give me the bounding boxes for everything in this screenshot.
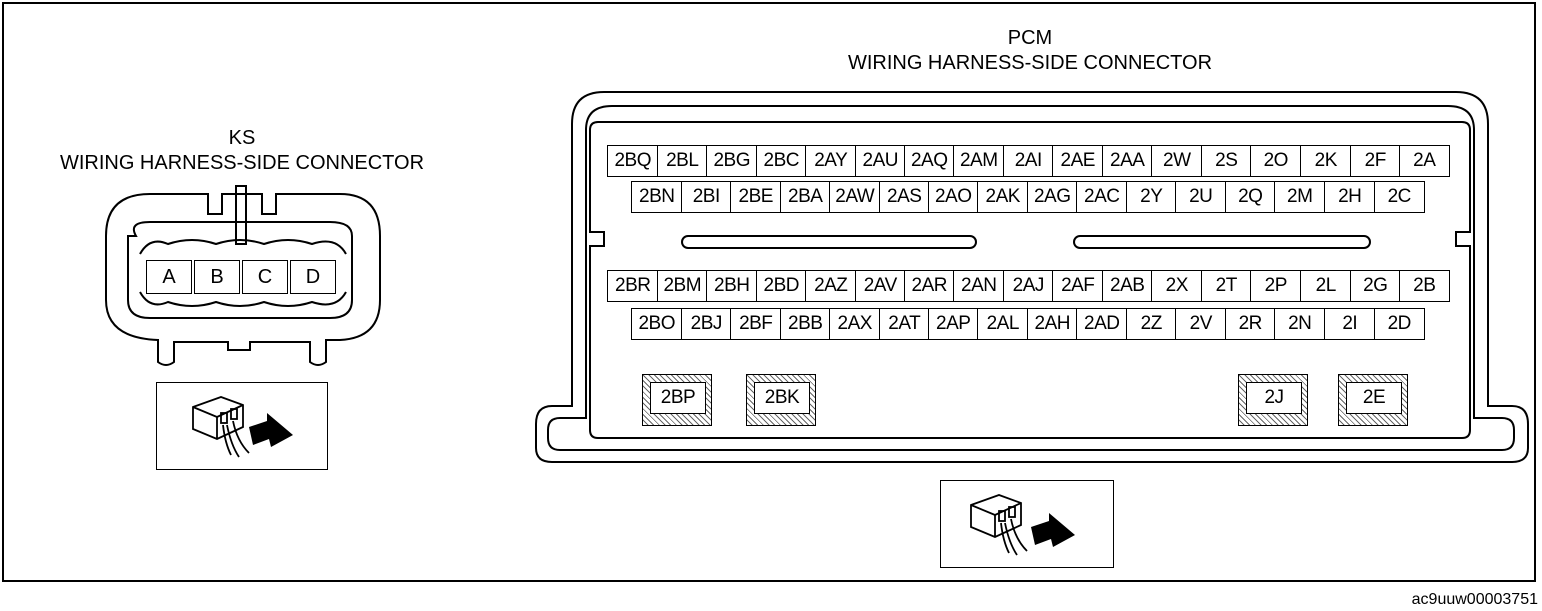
pcm-terminal: 2BF: [730, 308, 782, 340]
pcm-hatched-terminal: 2J: [1238, 374, 1308, 426]
harness-side-view-icon: [970, 494, 1075, 556]
ks-terminal: D: [290, 260, 336, 294]
pcm-terminal: 2BA: [780, 181, 831, 213]
pcm-title-line1: PCM: [1007, 27, 1053, 49]
pcm-terminal: 2BD: [756, 270, 807, 302]
figure-frame: [2, 2, 1536, 582]
pcm-terminal: 2AW: [829, 181, 881, 213]
pcm-terminal: 2AC: [1076, 181, 1128, 213]
pcm-terminal: 2AQ: [904, 145, 955, 177]
pcm-terminal: 2F: [1350, 145, 1401, 177]
pcm-terminal: 2X: [1151, 270, 1203, 302]
pcm-terminal: 2L: [1300, 270, 1352, 302]
pcm-terminal: 2S: [1201, 145, 1252, 177]
pcm-terminal: 2G: [1350, 270, 1401, 302]
pcm-title-line2: WIRING HARNESS-SIDE CONNECTOR: [847, 52, 1213, 74]
pcm-terminal: 2BN: [631, 181, 683, 213]
pcm-terminal: 2AB: [1102, 270, 1153, 302]
pcm-terminal: 2AD: [1076, 308, 1128, 340]
pcm-terminal: 2W: [1151, 145, 1203, 177]
pcm-hatched-terminal-label: 2J: [1246, 382, 1302, 414]
pcm-terminal: 2Y: [1126, 181, 1177, 213]
pcm-terminal: 2K: [1300, 145, 1352, 177]
pcm-terminal: 2AF: [1052, 270, 1104, 302]
pcm-terminal: 2AS: [879, 181, 930, 213]
pcm-terminal: 2AY: [805, 145, 857, 177]
pcm-terminal: 2M: [1274, 181, 1326, 213]
pcm-terminal: 2BR: [607, 270, 659, 302]
ks-terminal: A: [146, 260, 192, 294]
pcm-hatched-terminal-label: 2BP: [650, 382, 706, 414]
pcm-terminal: 2AV: [855, 270, 906, 302]
pcm-terminal: 2O: [1250, 145, 1302, 177]
pcm-hatched-terminal-label: 2BK: [754, 382, 810, 414]
pcm-terminal: 2U: [1175, 181, 1227, 213]
pcm-terminal: 2BJ: [681, 308, 732, 340]
pcm-terminal: 2P: [1250, 270, 1302, 302]
harness-side-view-icon: [192, 396, 293, 458]
pcm-terminal: 2V: [1175, 308, 1227, 340]
pcm-hatched-terminal: 2BP: [642, 374, 712, 426]
pcm-hatched-terminal: 2BK: [746, 374, 816, 426]
pcm-terminal: 2AO: [928, 181, 979, 213]
pcm-terminal: 2BM: [657, 270, 708, 302]
pcm-terminal: 2AM: [953, 145, 1005, 177]
pcm-hatched-terminal: 2E: [1338, 374, 1408, 426]
ks-title: KS WIRING HARNESS-SIDE CONNECTOR: [0, 126, 484, 176]
pcm-title: PCM WIRING HARNESS-SIDE CONNECTOR: [770, 26, 1290, 76]
pcm-terminal: 2AJ: [1003, 270, 1054, 302]
pcm-terminal: 2AZ: [805, 270, 857, 302]
pcm-terminal: 2AL: [977, 308, 1029, 340]
pcm-terminal: 2AX: [829, 308, 881, 340]
pcm-terminal: 2R: [1225, 308, 1276, 340]
ks-terminal: B: [194, 260, 240, 294]
pcm-terminal: 2AN: [953, 270, 1005, 302]
ks-terminal: C: [242, 260, 288, 294]
ks-title-line2: WIRING HARNESS-SIDE CONNECTOR: [59, 152, 425, 174]
pcm-terminal: 2AG: [1027, 181, 1078, 213]
pcm-terminal: 2Q: [1225, 181, 1276, 213]
pcm-terminal: 2BH: [706, 270, 758, 302]
pcm-terminal: 2AE: [1052, 145, 1104, 177]
figure-id: ac9uuw00003751: [1411, 591, 1538, 608]
pcm-connector-housing: [535, 91, 1529, 463]
ks-title-line1: KS: [228, 127, 256, 149]
pcm-terminal: 2T: [1201, 270, 1252, 302]
pcm-terminal: 2I: [1324, 308, 1376, 340]
pcm-terminal: 2BC: [756, 145, 807, 177]
pcm-harness-side-view-icon: [940, 480, 1114, 568]
pcm-terminal: 2BB: [780, 308, 831, 340]
pcm-terminal: 2AU: [855, 145, 906, 177]
pcm-terminal: 2Z: [1126, 308, 1177, 340]
pcm-terminal: 2C: [1374, 181, 1425, 213]
pcm-terminal: 2BL: [657, 145, 708, 177]
pcm-terminal: 2BI: [681, 181, 732, 213]
pcm-hatched-terminal-label: 2E: [1346, 382, 1402, 414]
pcm-terminal: 2AR: [904, 270, 955, 302]
pcm-terminal: 2B: [1399, 270, 1450, 302]
pcm-terminal: 2N: [1274, 308, 1326, 340]
pcm-terminal: 2AH: [1027, 308, 1078, 340]
pcm-terminal: 2AT: [879, 308, 930, 340]
pcm-terminal: 2H: [1324, 181, 1376, 213]
pcm-terminal: 2BO: [631, 308, 683, 340]
pcm-terminal: 2AA: [1102, 145, 1153, 177]
pcm-terminal: 2AP: [928, 308, 979, 340]
pcm-terminal: 2AI: [1003, 145, 1054, 177]
pcm-terminal: 2AK: [977, 181, 1029, 213]
ks-harness-side-view-icon: [156, 382, 328, 470]
pcm-terminal: 2BE: [730, 181, 782, 213]
ks-connector-housing: [105, 185, 381, 366]
pcm-terminal: 2D: [1374, 308, 1425, 340]
pcm-terminal: 2BG: [706, 145, 758, 177]
pcm-terminal: 2A: [1399, 145, 1450, 177]
pcm-terminal: 2BQ: [607, 145, 659, 177]
